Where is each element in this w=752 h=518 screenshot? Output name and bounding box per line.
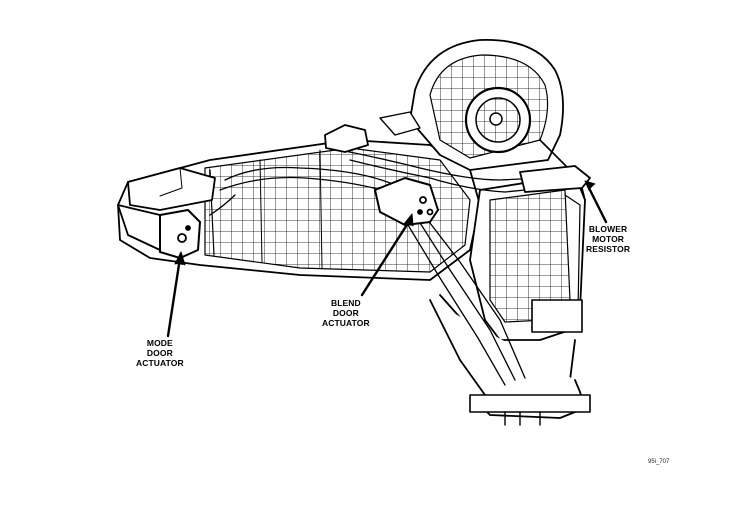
linkage-tubes <box>209 149 546 386</box>
mode-door-actuator-label: MODE DOOR ACTUATOR <box>136 338 184 368</box>
label-line: MODE <box>146 338 173 348</box>
label-line: DOOR <box>146 348 173 358</box>
label-line: DOOR <box>332 308 359 318</box>
blower-motor-resistor-part <box>519 165 591 193</box>
blend-door-actuator-label: BLEND DOOR ACTUATOR <box>322 298 370 328</box>
figure-code: 95i_707 <box>648 459 670 465</box>
blower-housing <box>409 39 586 201</box>
mode-door-actuator-part <box>159 209 201 259</box>
label-line: ACTUATOR <box>322 318 370 328</box>
inlet-connector <box>324 111 421 153</box>
blower-motor-resistor-label: BLOWER MOTOR RESISTOR <box>586 224 630 254</box>
label-line: BLEND <box>330 298 361 308</box>
distribution-duct <box>469 174 586 341</box>
callout-leaders <box>166 180 608 338</box>
label-line: BLOWER <box>588 224 628 234</box>
label-line: MOTOR <box>592 234 625 244</box>
blend-door-actuator-part <box>374 177 439 226</box>
label-line: RESISTOR <box>586 244 631 254</box>
floor-outlet-duct <box>429 294 591 426</box>
label-line: ACTUATOR <box>136 358 184 368</box>
